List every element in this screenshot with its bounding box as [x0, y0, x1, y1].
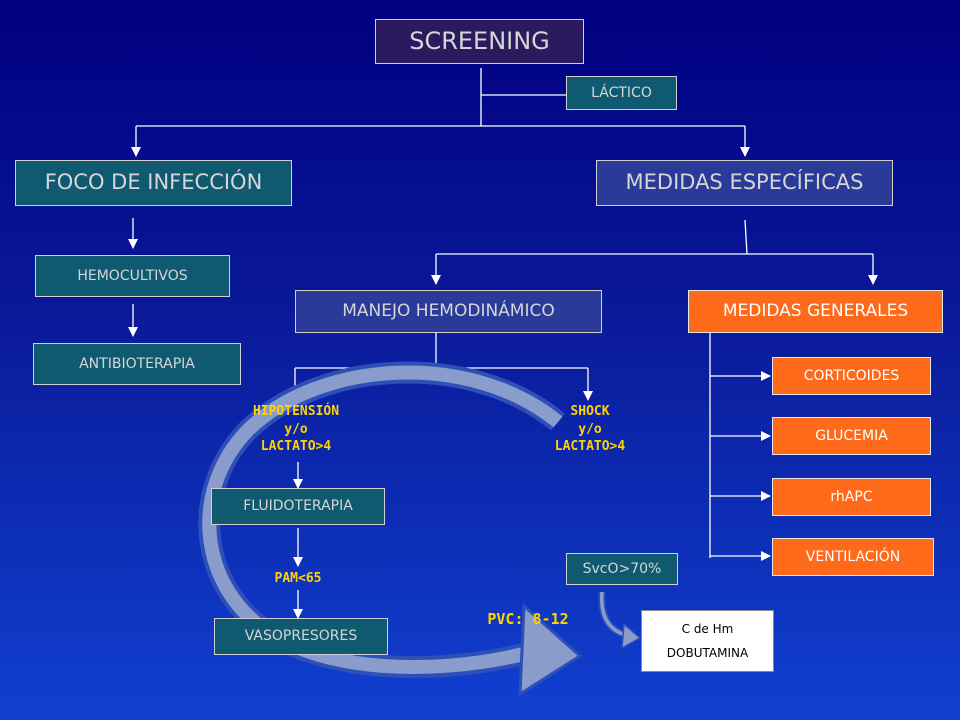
glucemia-box: GLUCEMIA: [772, 417, 931, 455]
medidas-trunk-line: [744, 219, 748, 255]
treatment-box: C de Hm DOBUTAMINA: [641, 610, 774, 672]
hipotension-line3: LACTATO>4: [260, 439, 332, 455]
hipotension-line1: HIPOTENSIÓN: [252, 404, 340, 419]
hipotension-label: HIPOTENSIÓN y/o LACTATO>4: [226, 403, 366, 456]
foco-infeccion-label: FOCO DE INFECCIÓN: [44, 170, 263, 195]
vasopresores-box: VASOPRESORES: [214, 618, 388, 655]
pam-text: PAM<65: [274, 571, 322, 586]
medidas-especificas-label: MEDIDAS ESPECÍFICAS: [625, 170, 864, 195]
rhapc-label: rhAPC: [830, 488, 873, 505]
svco-label: SvcO>70%: [582, 560, 662, 577]
glucemia-label: GLUCEMIA: [815, 427, 888, 444]
cycle-arrow: [198, 361, 583, 697]
vasopresores-label: VASOPRESORES: [244, 628, 358, 645]
medidas-generales-label: MEDIDAS GENERALES: [722, 301, 909, 322]
lactico-box: LÁCTICO: [566, 76, 677, 110]
shock-line2: y/o: [578, 421, 602, 437]
antibioterapia-box: ANTIBIOTERAPIA: [33, 343, 241, 385]
rhapc-box: rhAPC: [772, 478, 931, 516]
manejo-hemodinamico-label: MANEJO HEMODINÁMICO: [342, 301, 555, 322]
screening-box: SCREENING: [375, 19, 584, 64]
screening-label: SCREENING: [409, 27, 550, 56]
chm-label: C de Hm: [681, 621, 734, 636]
curved-arrow-to-treatment: [598, 591, 642, 650]
lactico-label: LÁCTICO: [591, 84, 652, 101]
shock-label: SHOCK y/o LACTATO>4: [520, 403, 660, 456]
ventilacion-box: VENTILACIÓN: [772, 538, 934, 576]
corticoides-label: CORTICOIDES: [803, 367, 900, 384]
ventilacion-label: VENTILACIÓN: [805, 548, 901, 565]
hemocultivos-box: HEMOCULTIVOS: [35, 255, 230, 297]
corticoides-box: CORTICOIDES: [772, 357, 931, 395]
fluidoterapia-box: FLUIDOTERAPIA: [211, 488, 385, 525]
shock-line3: LACTATO>4: [554, 439, 626, 455]
pvc-text: PVC: 8-12: [487, 610, 569, 628]
antibioterapia-label: ANTIBIOTERAPIA: [79, 355, 195, 372]
foco-infeccion-box: FOCO DE INFECCIÓN: [15, 160, 292, 206]
shock-line1: SHOCK: [570, 404, 610, 419]
svco-box: SvcO>70%: [566, 553, 678, 585]
medidas-especificas-box: MEDIDAS ESPECÍFICAS: [596, 160, 893, 206]
pvc-label: PVC: 8-12: [472, 609, 584, 629]
medidas-generales-box: MEDIDAS GENERALES: [688, 290, 943, 333]
dobutamina-label: DOBUTAMINA: [666, 646, 749, 660]
fluidoterapia-label: FLUIDOTERAPIA: [243, 498, 353, 515]
manejo-hemodinamico-box: MANEJO HEMODINÁMICO: [295, 290, 602, 333]
hemocultivos-label: HEMOCULTIVOS: [77, 267, 188, 284]
pam-label: PAM<65: [248, 570, 348, 588]
hipotension-line2: y/o: [284, 421, 308, 437]
